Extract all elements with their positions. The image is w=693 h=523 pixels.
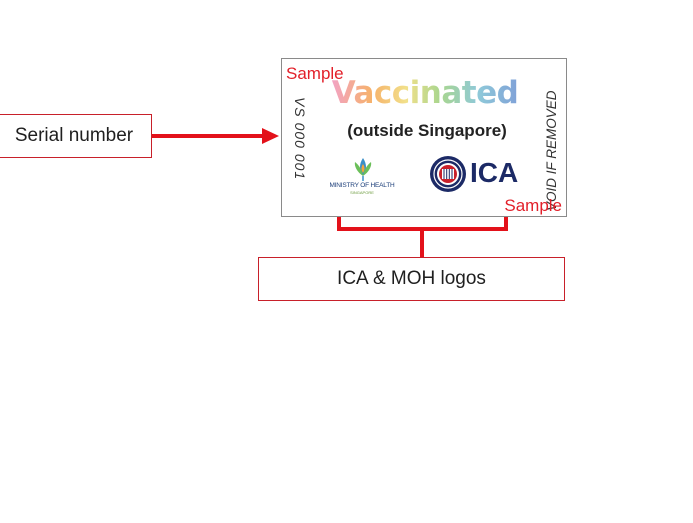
sticker-title: Vaccinated: [331, 75, 519, 111]
serial-number-callout: Serial number: [0, 114, 152, 158]
sample-watermark-bottom: Sample: [504, 196, 562, 215]
serial-number-label: Serial number: [14, 125, 134, 146]
ica-seal-icon: [430, 156, 466, 192]
void-notice: VOID IF REMOVED: [544, 90, 559, 211]
logos-label: ICA & MOH logos: [337, 268, 486, 289]
sample-watermark-top: Sample: [286, 64, 344, 83]
serial-arrow-head: [262, 128, 279, 144]
vaccination-sticker: Sample Vaccinated (outside Singapore) VS…: [281, 58, 567, 217]
logos-bracket: [337, 217, 508, 231]
ica-name: ICA: [470, 157, 519, 188]
moh-country: SINGAPORE: [350, 190, 374, 195]
logos-callout: ICA & MOH logos: [258, 257, 565, 301]
moh-logo-icon: [354, 158, 372, 181]
serial-number-text: VS 000 001: [292, 97, 308, 181]
moh-name: MINISTRY OF HEALTH: [329, 182, 395, 189]
sticker-subtitle: (outside Singapore): [347, 121, 507, 140]
